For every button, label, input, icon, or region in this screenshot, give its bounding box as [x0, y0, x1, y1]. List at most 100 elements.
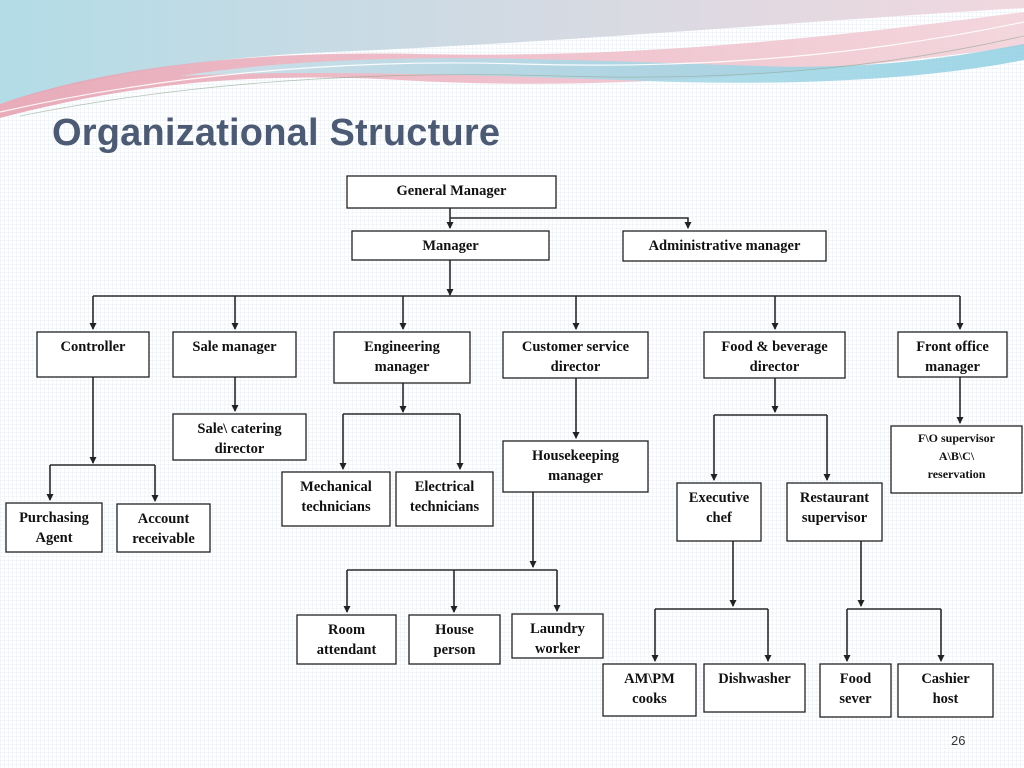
- page-title: Organizational Structure: [52, 112, 501, 154]
- node-label: Agent: [35, 530, 72, 546]
- node-label: worker: [535, 641, 581, 657]
- node-label: Laundry: [530, 621, 586, 637]
- node-label: Food & beverage: [721, 339, 828, 355]
- node-label: Sale manager: [192, 339, 277, 355]
- node-label: A\B\C\: [939, 449, 975, 463]
- node-engineering-manager: Engineering manager: [333, 331, 471, 384]
- node-box: [602, 663, 697, 717]
- node-mechanical-technicians: Mechanical technicians: [281, 471, 391, 527]
- node-label: F\O supervisor: [918, 431, 996, 445]
- node-sale-manager: Sale manager: [172, 331, 297, 378]
- node-sale-catering-director: Sale\ catering director: [172, 413, 307, 461]
- node-label: Executive: [689, 490, 750, 506]
- node-box: [333, 331, 471, 384]
- node-dishwasher: Dishwasher: [703, 663, 806, 713]
- page-number: 26: [951, 733, 966, 748]
- node-label: House: [435, 622, 474, 638]
- node-box: [502, 440, 649, 493]
- node-box: [703, 331, 846, 379]
- node-food-beverage-director: Food & beverage director: [703, 331, 846, 379]
- node-controller: Controller: [36, 331, 150, 378]
- node-label: General Manager: [397, 183, 507, 199]
- node-label: manager: [375, 359, 430, 375]
- node-label: manager: [925, 359, 980, 375]
- header-banner: [0, 0, 1024, 118]
- node-label: manager: [548, 468, 603, 484]
- node-box: [819, 663, 892, 718]
- node-label: cooks: [632, 691, 667, 707]
- node-box: [172, 331, 297, 378]
- node-label: reservation: [928, 467, 986, 481]
- node-label: technicians: [301, 499, 371, 515]
- node-label: Mechanical: [300, 479, 372, 495]
- node-label: Purchasing: [19, 510, 90, 526]
- node-box: [786, 482, 883, 542]
- node-administrative-manager: Administrative manager: [622, 230, 827, 262]
- node-box: [296, 614, 397, 665]
- node-label: chef: [706, 510, 732, 526]
- node-restaurant-supervisor: Restaurant supervisor: [786, 482, 883, 542]
- node-label: person: [434, 642, 476, 658]
- node-box: [36, 331, 150, 378]
- node-label: Cashier: [921, 671, 970, 687]
- node-label: Electrical: [415, 479, 475, 495]
- node-account-receivable: Account receivable: [116, 503, 211, 553]
- node-box: [890, 425, 1023, 494]
- node-box: [281, 471, 391, 527]
- node-label: receivable: [132, 531, 195, 547]
- node-box: [5, 502, 103, 553]
- node-label: sever: [839, 691, 872, 707]
- node-housekeeping-manager: Housekeeping manager: [502, 440, 649, 493]
- node-laundry-worker: Laundry worker: [511, 613, 604, 659]
- node-label: Account: [138, 511, 190, 527]
- node-front-office-manager: Front office manager: [897, 331, 1008, 378]
- node-label: Engineering: [364, 339, 440, 355]
- node-label: Food: [840, 671, 871, 687]
- node-box: [897, 331, 1008, 378]
- connector-arrow: [450, 217, 692, 229]
- node-cashier-host: Cashier host: [897, 663, 994, 718]
- node-box: [502, 331, 649, 379]
- node-label: AM\PM: [624, 671, 675, 687]
- node-label: Controller: [61, 339, 127, 355]
- node-label: Room: [328, 622, 365, 638]
- node-label: Dishwasher: [718, 671, 791, 687]
- node-electrical-technicians: Electrical technicians: [395, 471, 494, 527]
- node-label: director: [750, 359, 800, 375]
- node-label: Housekeeping: [532, 448, 620, 464]
- node-food-sever: Food sever: [819, 663, 892, 718]
- node-box: [676, 482, 762, 542]
- node-label: supervisor: [802, 510, 868, 526]
- node-label: Restaurant: [800, 490, 869, 506]
- node-label: attendant: [317, 642, 377, 658]
- node-label: Sale\ catering: [197, 421, 282, 437]
- node-box: [351, 230, 550, 261]
- node-box: [395, 471, 494, 527]
- node-executive-chef: Executive chef: [676, 482, 762, 542]
- node-general-manager: General Manager: [346, 175, 557, 209]
- node-label: Customer service: [522, 339, 630, 355]
- node-box: [346, 175, 557, 209]
- node-box: [172, 413, 307, 461]
- connector-lines: [46, 208, 964, 662]
- node-room-attendant: Room attendant: [296, 614, 397, 665]
- node-label: Manager: [422, 238, 479, 254]
- node-manager: Manager: [351, 230, 550, 261]
- node-box: [408, 614, 501, 665]
- node-ampm-cooks: AM\PM cooks: [602, 663, 697, 717]
- node-label: host: [933, 691, 959, 707]
- node-box: [622, 230, 827, 262]
- node-house-person: House person: [408, 614, 501, 665]
- node-box: [116, 503, 211, 553]
- node-box: [511, 613, 604, 659]
- node-box: [897, 663, 994, 718]
- node-label: director: [215, 441, 265, 457]
- node-label: Front office: [916, 339, 989, 355]
- node-label: technicians: [410, 499, 480, 515]
- node-label: Administrative manager: [649, 238, 801, 254]
